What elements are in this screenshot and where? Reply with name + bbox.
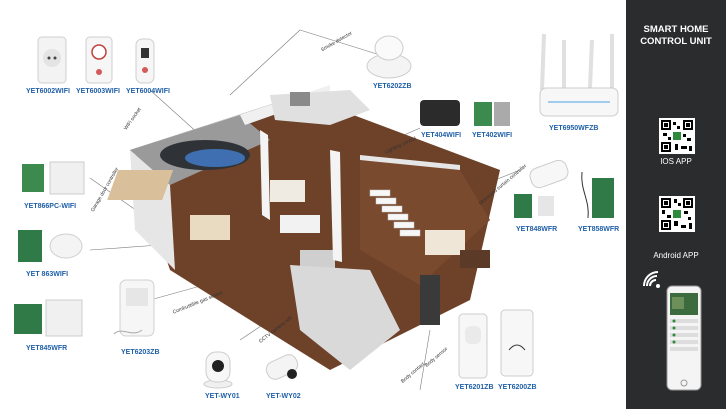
camera-1 xyxy=(203,351,233,389)
socket-2 xyxy=(85,36,113,84)
label-pir-1: YET6201ZB xyxy=(455,384,494,391)
camera-2 xyxy=(265,354,299,380)
label-garage: YET866PC-WIFI xyxy=(24,203,77,210)
pir-sensor-1 xyxy=(458,313,488,379)
router xyxy=(539,33,619,117)
label-gas: YET6203ZB xyxy=(121,349,160,356)
label-router: YET6950WFZB xyxy=(549,125,599,132)
label-light-2: YET402WIFI xyxy=(472,132,513,139)
bedroom xyxy=(360,160,490,285)
staircase xyxy=(369,189,421,237)
label-light-1: YET404WIFI xyxy=(421,132,462,139)
garage-controller-2 xyxy=(18,230,83,262)
curtain-controller-1 xyxy=(514,160,569,218)
light-controller-2 xyxy=(474,102,510,126)
android-qr-code[interactable] xyxy=(659,196,695,232)
ios-qr-code[interactable] xyxy=(659,118,695,154)
pir-sensor-2 xyxy=(500,309,534,377)
panel-title-line1: SMART HOME xyxy=(643,24,709,35)
label-garage-2: YET 863WIFI xyxy=(26,271,69,278)
label-relay: YET845WFR xyxy=(26,345,68,352)
panel-title-line2: CONTROL UNIT xyxy=(640,36,712,47)
socket-1 xyxy=(37,36,67,84)
label-camera-1: YET-WY01 xyxy=(205,393,240,400)
label-camera-2: YET-WY02 xyxy=(266,393,301,400)
label-curtain-1: YET848WFR xyxy=(516,226,558,233)
label-socket-3: YET6004WIFI xyxy=(126,88,170,95)
label-socket-2: YET6003WIFI xyxy=(76,88,120,95)
control-panel: SMART HOME CONTROL UNIT IOS APP Android … xyxy=(626,0,726,409)
label-smoke: YET6202ZB xyxy=(373,83,412,90)
android-app-label: Android APP xyxy=(653,251,699,260)
light-controller-1 xyxy=(420,100,460,126)
curtain-controller-2 xyxy=(581,171,614,219)
label-curtain-2: YET858WFR xyxy=(578,226,620,233)
label-socket-1: YET6002WIFI xyxy=(26,88,70,95)
ios-app-label: IOS APP xyxy=(660,157,692,166)
label-pir-2: YET6200ZB xyxy=(498,384,537,391)
relay-controller xyxy=(14,299,83,337)
gas-sensor xyxy=(113,279,155,337)
socket-3 xyxy=(135,38,155,84)
garage-controller xyxy=(22,161,85,195)
wifi-icon xyxy=(643,271,660,288)
smartphone-app-preview xyxy=(666,285,702,391)
smoke-detector xyxy=(366,35,412,79)
